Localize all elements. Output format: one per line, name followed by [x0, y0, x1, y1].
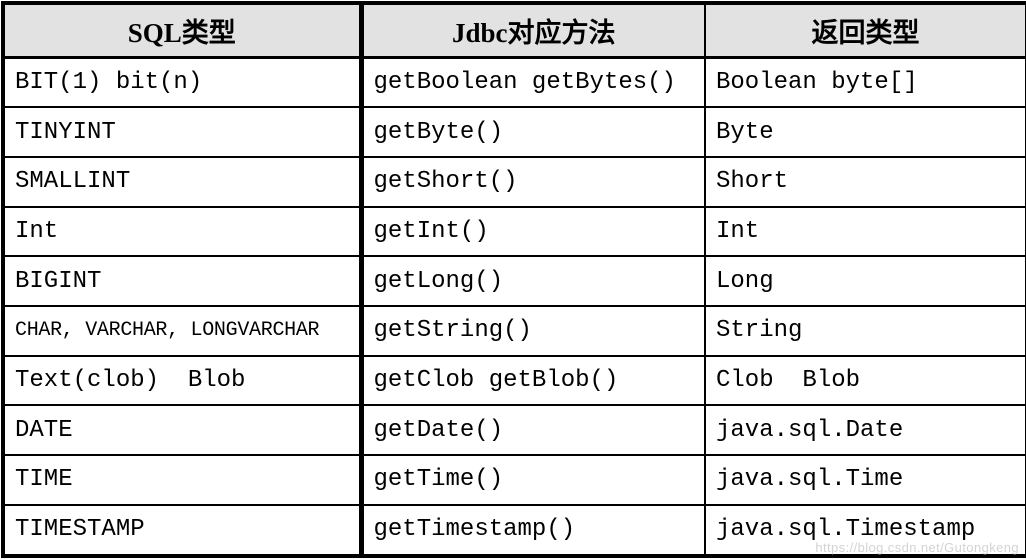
sql-type-cell: BIGINT [2, 255, 364, 308]
return-type-cell: java.sql.Time [704, 453, 1026, 506]
return-type-cell: Long [704, 255, 1026, 308]
table-row: BIT(1) bit(n) getBoolean getBytes() Bool… [2, 55, 1026, 109]
jdbc-method-cell: getString() [360, 305, 706, 357]
sql-type-cell: SMALLINT [2, 156, 364, 208]
sql-type-cell: TIMESTAMP [2, 503, 364, 558]
jdbc-method-cell: getClob getBlob() [360, 354, 706, 407]
return-type-cell: java.sql.Timestamp [704, 503, 1026, 558]
return-type-cell: String [704, 305, 1026, 357]
jdbc-method-cell: getShort() [360, 156, 706, 208]
return-type-cell: Short [704, 156, 1026, 208]
jdbc-method-cell: getInt() [360, 205, 706, 258]
sql-type-cell: TIME [2, 453, 364, 506]
table-row: TIMESTAMP getTimestamp() java.sql.Timest… [2, 503, 1026, 558]
jdbc-method-cell: getByte() [360, 106, 706, 159]
jdbc-method-cell: getTimestamp() [360, 503, 706, 558]
return-type-cell: Byte [704, 106, 1026, 159]
sql-type-cell: TINYINT [2, 106, 364, 159]
column-header-sql-type: SQL类型 [2, 2, 364, 59]
return-type-cell: Boolean byte[] [704, 55, 1026, 109]
sql-type-cell: Text(clob) Blob [2, 354, 364, 407]
jdbc-method-cell: getTime() [360, 453, 706, 506]
table-row: TINYINT getByte() Byte [2, 106, 1026, 159]
sql-type-cell: DATE [2, 404, 364, 456]
return-type-cell: Clob Blob [704, 354, 1026, 407]
column-header-jdbc-method: Jdbc对应方法 [360, 2, 706, 59]
header-row: SQL类型 Jdbc对应方法 返回类型 [2, 2, 1026, 59]
jdbc-method-cell: getDate() [360, 404, 706, 456]
return-type-cell: Int [704, 205, 1026, 258]
return-type-cell: java.sql.Date [704, 404, 1026, 456]
table-row: SMALLINT getShort() Short [2, 156, 1026, 208]
sql-type-cell: Int [2, 205, 364, 258]
table-row: Int getInt() Int [2, 205, 1026, 258]
sql-type-cell: CHAR, VARCHAR, LONGVARCHAR [2, 305, 364, 357]
table-row: Text(clob) Blob getClob getBlob() Clob B… [2, 354, 1026, 407]
table-row: TIME getTime() java.sql.Time [2, 453, 1026, 506]
sql-type-cell: BIT(1) bit(n) [2, 55, 364, 109]
table-row: CHAR, VARCHAR, LONGVARCHAR getString() S… [2, 305, 1026, 357]
jdbc-method-cell: getBoolean getBytes() [360, 55, 706, 109]
column-header-return-type: 返回类型 [704, 2, 1026, 59]
table-row: BIGINT getLong() Long [2, 255, 1026, 308]
table-row: DATE getDate() java.sql.Date [2, 404, 1026, 456]
jdbc-method-cell: getLong() [360, 255, 706, 308]
